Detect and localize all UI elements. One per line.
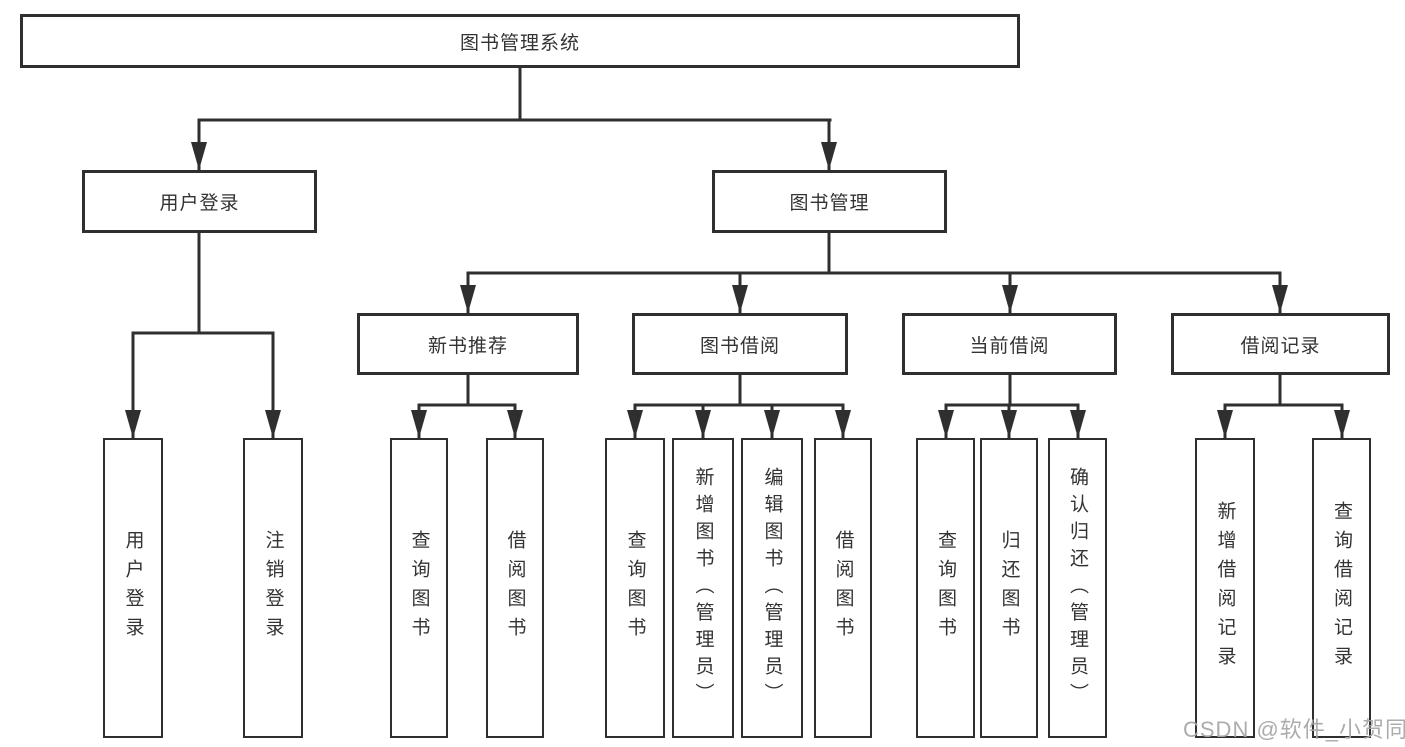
node-borrowing-records: 借阅记录 — [1171, 313, 1390, 375]
node-label: 新书推荐 — [427, 335, 508, 357]
leaf-add-books-admin: 新增图书（管理员） — [672, 438, 734, 738]
leaf-label: 查询借阅记录 — [1331, 501, 1352, 675]
leaf-label: 新增图书（管理员） — [692, 466, 714, 710]
leaf-query-borrow-record: 查询借阅记录 — [1312, 438, 1371, 738]
leaf-label: 查询图书 — [408, 530, 430, 646]
node-label: 图书管理 — [789, 193, 870, 214]
node-user-login: 用户登录 — [82, 170, 317, 233]
csdn-watermark: CSDN @软件_小贺同学 — [1183, 717, 1405, 742]
leaf-logout-login: 注销登录 — [243, 438, 303, 738]
leaf-borrow-books: 借阅图书 — [814, 438, 872, 738]
leaf-label: 查询图书 — [624, 530, 646, 646]
leaf-label: 用户登录 — [122, 530, 144, 646]
leaf-query-books-borrow: 查询图书 — [605, 438, 665, 738]
leaf-label: 新增借阅记录 — [1214, 501, 1236, 675]
leaf-user-login: 用户登录 — [103, 438, 163, 738]
leaf-borrow-books-recommend: 借阅图书 — [486, 438, 544, 738]
node-label: 当前借阅 — [969, 335, 1050, 357]
leaf-label: 编辑图书（管理员） — [761, 466, 783, 710]
leaf-confirm-return-admin: 确认归还（管理员） — [1048, 438, 1107, 738]
leaf-label: 借阅图书 — [832, 530, 854, 646]
leaf-label: 归还图书 — [998, 530, 1020, 646]
node-current-borrowing: 当前借阅 — [902, 313, 1117, 375]
leaf-return-books: 归还图书 — [980, 438, 1038, 738]
leaf-edit-books-admin: 编辑图书（管理员） — [741, 438, 803, 738]
node-library-management-system: 图书管理系统 — [20, 14, 1020, 68]
node-label: 借阅记录 — [1240, 335, 1321, 357]
node-label: 用户登录 — [159, 193, 240, 214]
node-label: 图书借阅 — [699, 335, 780, 357]
leaf-label: 借阅图书 — [504, 530, 526, 646]
leaf-label: 查询图书 — [935, 530, 956, 646]
node-label: 图书管理系统 — [459, 32, 580, 54]
leaf-add-borrow-record: 新增借阅记录 — [1195, 438, 1255, 738]
node-book-borrowing: 图书借阅 — [632, 313, 848, 375]
leaf-query-books-current: 查询图书 — [916, 438, 975, 738]
node-book-management: 图书管理 — [712, 170, 947, 233]
leaf-label: 注销登录 — [262, 530, 284, 646]
leaf-query-books-recommend: 查询图书 — [390, 438, 448, 738]
leaf-label: 确认归还（管理员） — [1067, 466, 1088, 710]
node-new-book-recommendation: 新书推荐 — [357, 313, 579, 375]
